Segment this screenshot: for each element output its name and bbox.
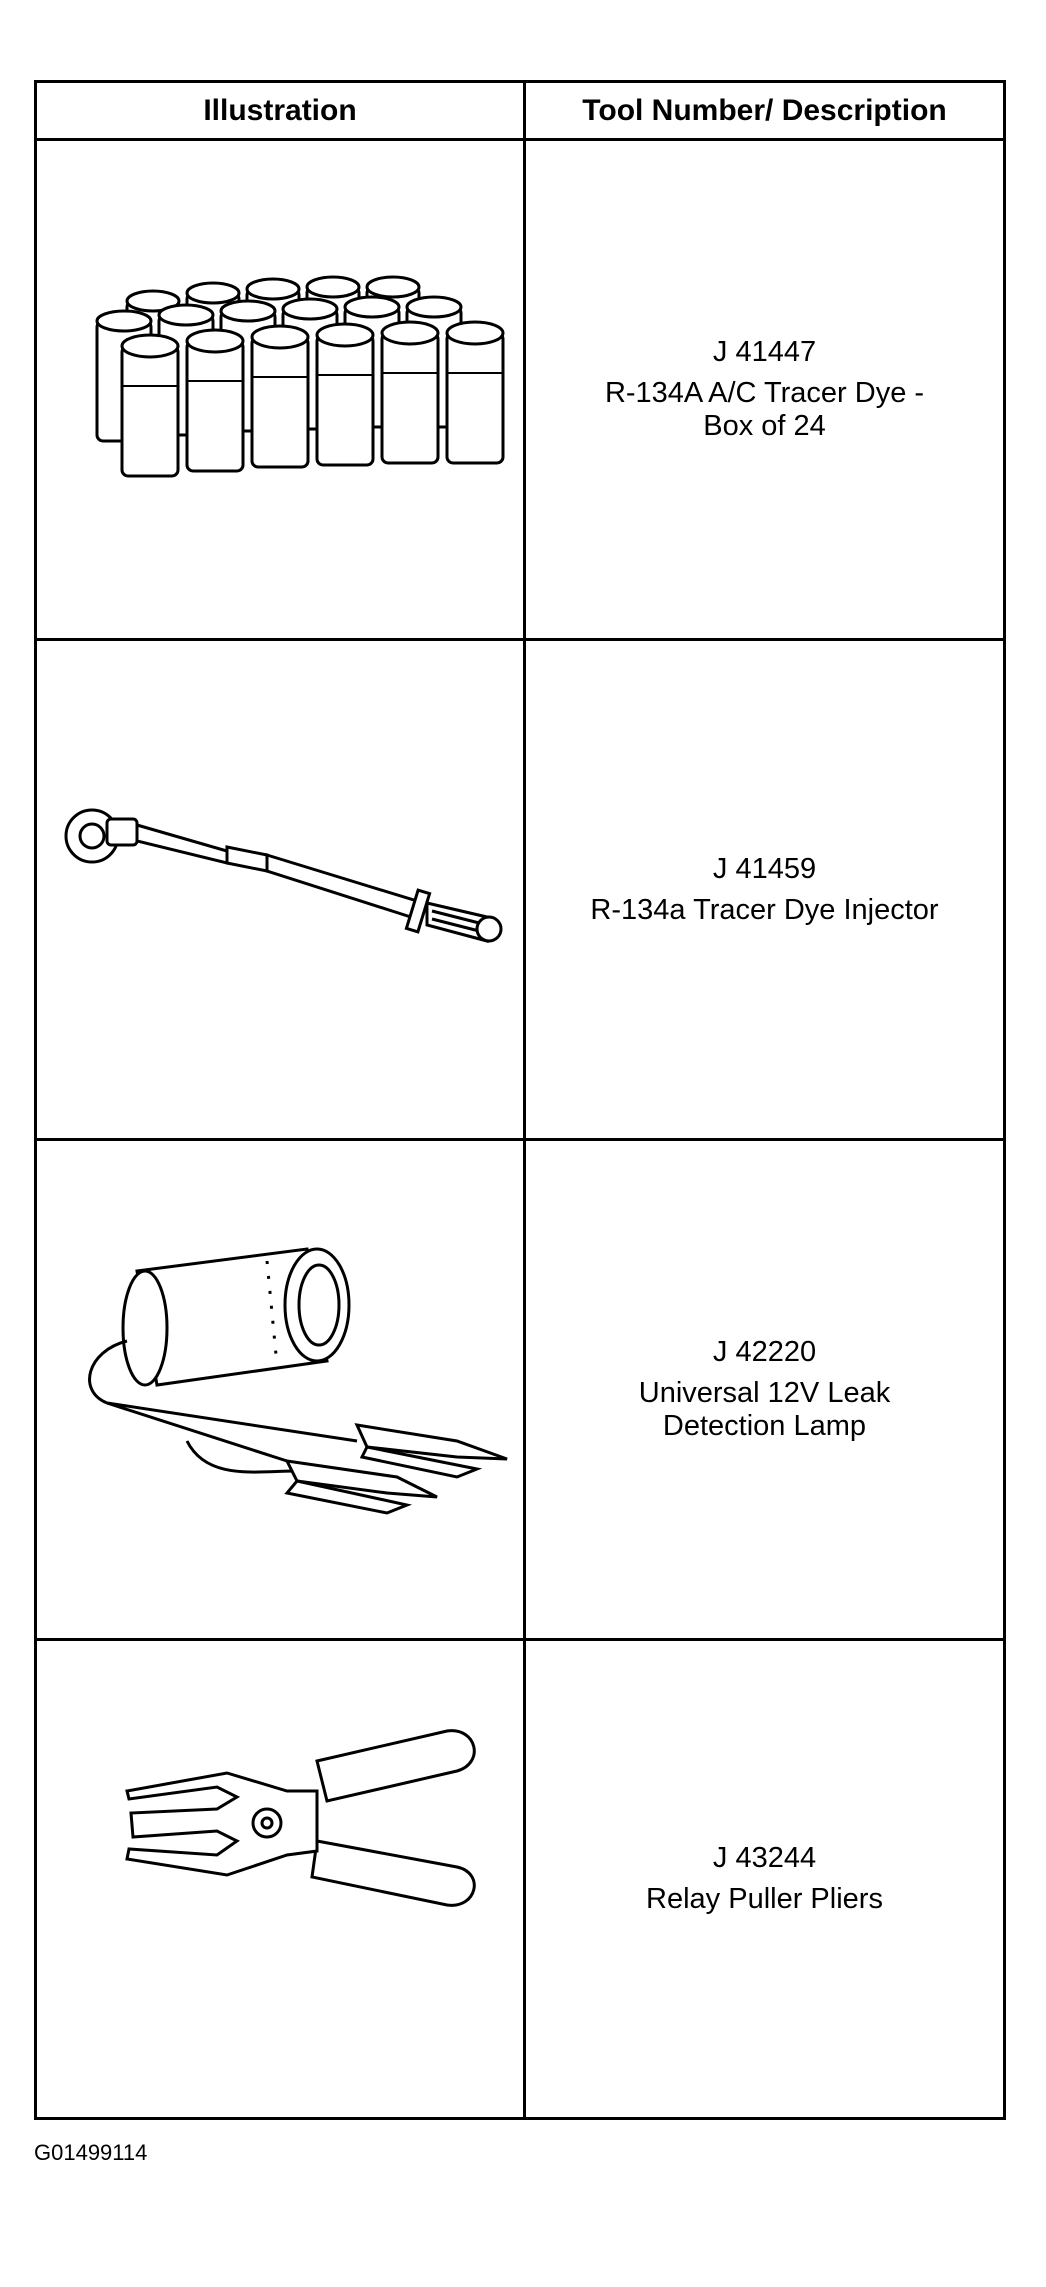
tool-description-cell: J 41459 R-134a Tracer Dye Injector [526,641,1003,1138]
header-illustration: Illustration [203,94,357,127]
table-header: Illustration Tool Number/ Description [37,83,1003,141]
tool-description-cell: J 43244 Relay Puller Pliers [526,1641,1003,2117]
tool-description: Universal 12V Leak Detection Lamp [638,1377,891,1442]
relay-puller-pliers-icon [125,1729,476,1907]
leak-detection-lamp-icon [88,1247,508,1515]
dye-injector-icon [64,808,503,943]
table-row: J 43244 Relay Puller Pliers [37,1641,1003,2117]
tool-description: Relay Puller Pliers [646,1883,883,1915]
illustration-cell [37,1641,523,2117]
illustration-cell [37,141,523,638]
tool-table: Illustration Tool Number/ Description [34,80,1006,2120]
tool-description: R-134a Tracer Dye Injector [590,893,939,926]
table-row: J 41447 R-134A A/C Tracer Dye - Box of 2… [37,141,1003,641]
tool-number: J 41447 [712,336,817,368]
tool-number: J 43244 [712,1842,817,1874]
column-divider [523,83,526,2117]
figure-code: G01499114 [34,2140,148,2165]
illustration-cell [37,1141,523,1638]
tool-number: J 42220 [712,1336,817,1368]
illustration-cell [37,641,523,1138]
table-row: J 42220 Universal 12V Leak Detection Lam… [37,1141,1003,1641]
tool-description-cell: J 41447 R-134A A/C Tracer Dye - Box of 2… [526,141,1003,638]
tool-description: R-134A A/C Tracer Dye - Box of 24 [604,377,925,442]
tracer-dye-bottles-icon [95,275,505,478]
tool-number: J 41459 [712,852,817,885]
header-tool-number-description: Tool Number/ Description [582,94,947,127]
tool-description-cell: J 42220 Universal 12V Leak Detection Lam… [526,1141,1003,1638]
table-row: J 41459 R-134a Tracer Dye Injector [37,641,1003,1141]
